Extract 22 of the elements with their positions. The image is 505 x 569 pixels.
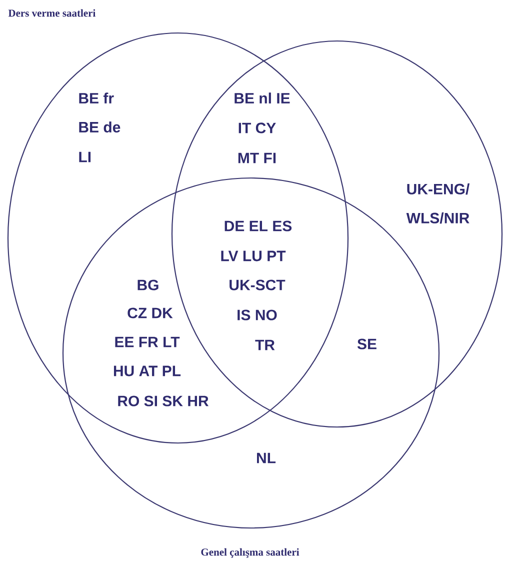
region-label: BG <box>138 280 158 290</box>
region-label: BE fr <box>79 92 114 104</box>
region-label: MT FI <box>238 152 276 164</box>
region-label: IT CY <box>238 122 276 134</box>
region-label: HU AT PL <box>114 366 181 376</box>
node-label: Ders verme saatleri <box>8 9 96 17</box>
node-label: Genel çalışma saatleri <box>201 548 300 558</box>
region-label: LI <box>79 152 91 162</box>
region-label: BE de <box>79 122 120 132</box>
region-label: UK-SCT <box>230 280 286 290</box>
region-label: TR <box>255 340 275 350</box>
region-label: IS NO <box>238 310 277 320</box>
region-label: SE <box>357 338 376 350</box>
region-label: EE FR LT <box>115 336 180 348</box>
region-label: BE nl IE <box>234 92 290 104</box>
region-label: UK-ENG/ <box>407 183 470 195</box>
region-label: WLS/NIR <box>406 212 470 224</box>
region-label: LV LU PT <box>221 250 286 262</box>
region-label: NL <box>257 452 276 464</box>
region-label: CZ DK <box>128 308 173 318</box>
region-label: RO SI SK HR <box>118 396 209 406</box>
region-label: DE EL ES <box>224 220 292 232</box>
